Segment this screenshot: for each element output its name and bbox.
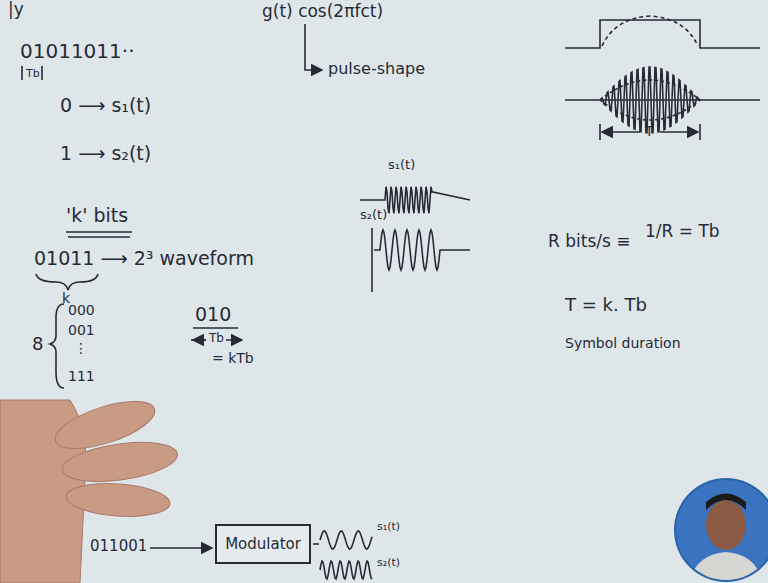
handwritten-note: s₁(t)	[377, 521, 400, 534]
tick-marks	[600, 124, 700, 140]
duration-arrow	[660, 131, 698, 133]
output-waveform	[320, 531, 372, 549]
handwritten-note: R bits/s ≡	[548, 232, 631, 252]
handwritten-note: 1 ⟶ s₂(t)	[60, 143, 151, 165]
handwritten-note: 010	[195, 304, 231, 326]
output-waveform	[320, 561, 372, 579]
handwritten-note: ⋮	[74, 340, 88, 356]
handwritten-note: 000	[68, 302, 95, 318]
handwritten-note: 01011 ⟶ 2³ waveform	[34, 248, 254, 270]
handwritten-note: 011001	[90, 538, 147, 555]
duration-arrow	[193, 339, 206, 341]
handwritten-note: 01011011··	[20, 40, 135, 63]
handwritten-note: 'k' bits	[66, 205, 128, 227]
underline	[193, 327, 238, 329]
hand	[0, 392, 180, 583]
handwritten-note: s₂(t)	[377, 557, 400, 570]
handwritten-note: T = k. Tb	[565, 295, 647, 316]
handwritten-note: |y	[8, 0, 24, 20]
axis-line	[371, 228, 373, 292]
underline	[66, 232, 132, 237]
tick-marks	[22, 66, 42, 80]
handwritten-note: Tb	[26, 68, 40, 81]
handwritten-note: pulse-shape	[328, 60, 425, 78]
modulated-pulse	[600, 67, 700, 133]
input-arrow	[150, 547, 212, 549]
rect-pulse	[565, 20, 760, 48]
shaped-pulse	[602, 16, 698, 46]
handwritten-note: 8	[32, 334, 43, 355]
output-line	[313, 543, 319, 545]
fsk-waveform	[374, 230, 470, 270]
duration-arrow	[602, 131, 640, 133]
handwritten-note: s₂(t)	[360, 208, 387, 223]
handwritten-note: Symbol duration	[565, 335, 681, 351]
brace	[50, 304, 64, 388]
handwritten-note: s₁(t)	[388, 158, 415, 173]
handwritten-note: 111	[68, 368, 95, 384]
handwritten-note: T	[645, 123, 654, 139]
handwritten-note: Tb	[209, 332, 224, 346]
process-box: Modulator	[215, 524, 311, 564]
handwritten-note: 1/R = Tb	[645, 222, 720, 242]
pointer-line	[305, 24, 322, 70]
handwritten-note: = kTb	[212, 350, 254, 366]
handwritten-note: 001	[68, 322, 95, 338]
brace	[36, 274, 98, 290]
handwritten-note: g(t) cos(2πfct)	[262, 2, 383, 22]
box-label: Modulator	[225, 535, 301, 553]
handwritten-note: 0 ⟶ s₁(t)	[60, 95, 151, 117]
presenter-inset	[674, 478, 768, 583]
